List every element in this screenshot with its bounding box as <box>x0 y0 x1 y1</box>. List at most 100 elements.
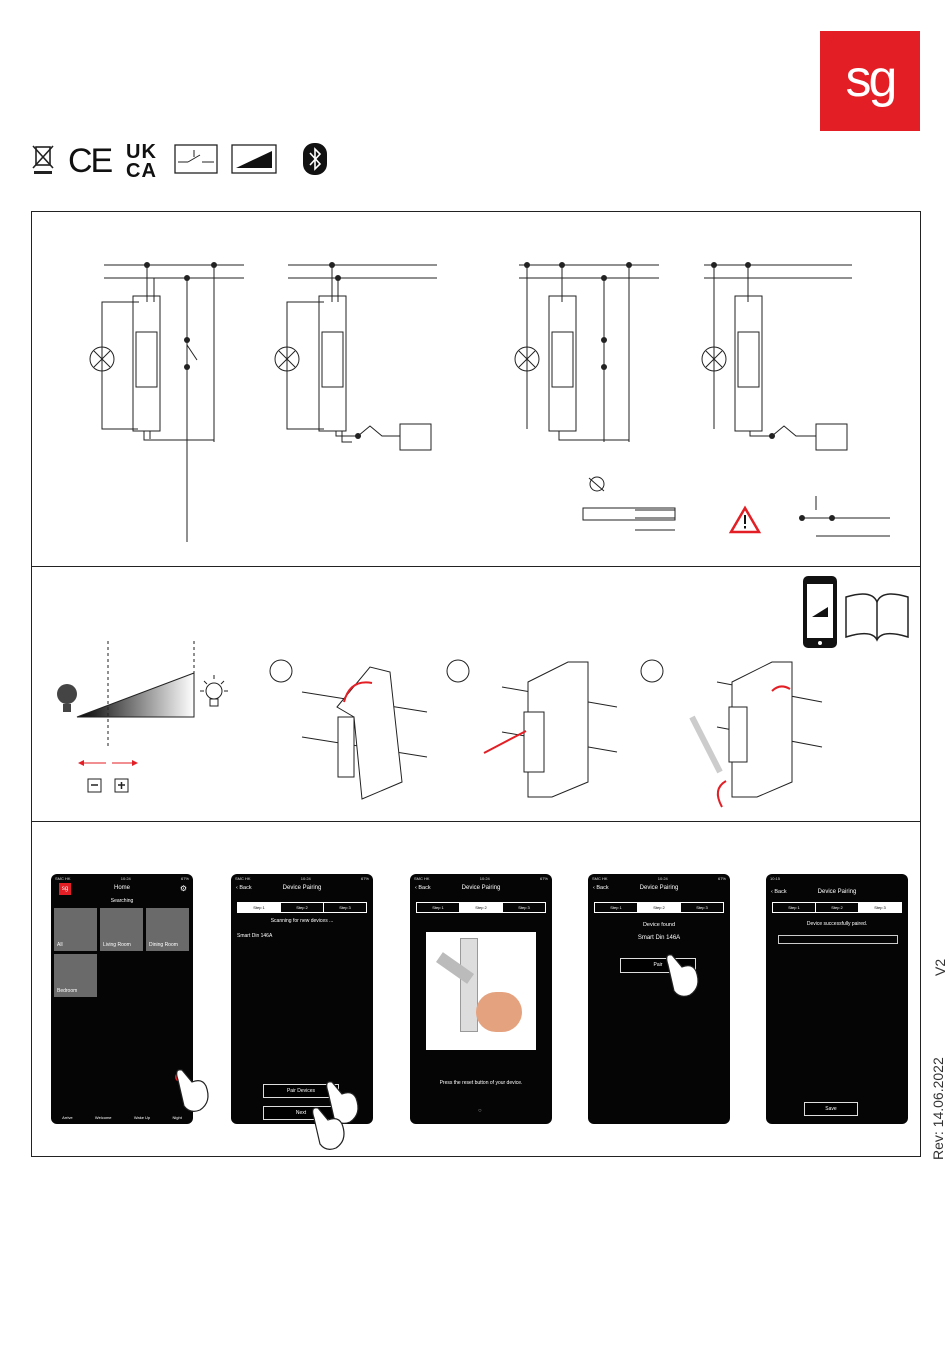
tile-bedroom[interactable]: Bedroom <box>54 954 97 997</box>
wiring-diagram-3 <box>514 264 659 442</box>
time: 10:24 <box>479 876 490 881</box>
step-circle-2 <box>446 659 470 683</box>
device-list-item[interactable]: Smart Din 146A <box>237 933 273 939</box>
bluetooth-icon <box>303 143 327 175</box>
wiring-diagram-4 <box>701 264 852 451</box>
tap-hand-icon <box>312 1107 345 1150</box>
step-circle-3 <box>640 659 664 683</box>
wiring-diagram-2 <box>274 264 437 451</box>
wire-crosssection <box>589 476 605 492</box>
scan-message: Scanning for new devices ... <box>270 918 334 924</box>
back-button[interactable]: ‹ Back <box>771 889 787 895</box>
phone-screen-home: SMC HK 10:24 67% sg Home ⚙ Searching All… <box>51 874 193 1124</box>
tab-step-2[interactable]: Step 2 <box>460 903 503 912</box>
searching-label: Searching <box>110 898 134 904</box>
dimmer-ramp-icon <box>231 144 277 174</box>
step-tabs: Step 1 Step 2 Step 3 <box>237 902 367 913</box>
back-label: Back <box>596 885 609 891</box>
back-button[interactable]: ‹ Back <box>236 885 252 891</box>
switch-icon <box>174 144 218 174</box>
tile-label: All <box>57 942 63 948</box>
pair-devices-button[interactable]: Pair Devices <box>263 1084 339 1098</box>
tap-hand-icon <box>176 1069 209 1112</box>
tab-step-3[interactable]: Step 3 <box>696 905 708 910</box>
bottom-nav: Arrive Welcome Wake Up Night <box>51 1115 193 1120</box>
tab-step-1[interactable]: Step 1 <box>238 903 281 912</box>
device-mount-2 <box>483 661 618 798</box>
screen-title: Device Pairing <box>817 889 857 895</box>
nav-welcome[interactable]: Welcome <box>94 1115 112 1120</box>
tile-label: Living Room <box>103 942 131 948</box>
app-panel: SMC HK 10:24 67% sg Home ⚙ Searching All… <box>31 821 921 1157</box>
status-bar: SMC HK 10:24 67% <box>55 876 189 881</box>
tab-step-2[interactable]: Step 2 <box>638 903 681 912</box>
tab-step-2[interactable]: Step 2 <box>281 903 324 912</box>
bulb-on-icon <box>200 675 228 707</box>
reset-message: Press the reset button of your device. <box>439 1080 523 1086</box>
step-tabs: Step 1 Step 2 Step 3 <box>772 902 902 913</box>
battery: 67% <box>717 876 726 881</box>
tab-step-1[interactable]: Step 1 <box>773 903 816 912</box>
sg-logo: sg <box>820 31 920 131</box>
carrier: SMC HK <box>235 876 251 881</box>
loading-spinner-icon: ○ <box>478 1108 482 1114</box>
tab-step-3[interactable]: Step 3 <box>518 905 530 910</box>
ukca-line2: CA <box>126 160 157 182</box>
device-mount-3 <box>689 661 823 808</box>
mounting-illustrations <box>57 576 909 808</box>
device-name: Smart Din 146A <box>637 935 681 941</box>
dim-ramp <box>76 641 195 793</box>
gear-icon[interactable]: ⚙ <box>179 884 187 893</box>
tile-dining-room[interactable]: Dining Room <box>146 908 189 951</box>
revision-label: Rev: 14.06.2022 <box>930 1057 946 1160</box>
status-bar: SMC HK 10:24 67% <box>235 876 369 881</box>
tile-living-room[interactable]: Living Room <box>100 908 143 951</box>
tile-label: Dining Room <box>149 942 178 948</box>
status-bar: 10:15 <box>770 876 904 881</box>
ukca-line1: UK <box>126 141 157 163</box>
step-circle-1 <box>269 659 293 683</box>
nav-wake-up[interactable]: Wake Up <box>133 1115 151 1120</box>
back-button[interactable]: ‹ Back <box>593 885 609 891</box>
phone-screen-paired: 10:15 ‹ Back Device Pairing Step 1 Step … <box>766 874 908 1124</box>
smartphone-icon <box>803 576 837 648</box>
tab-step-3[interactable]: Step 3 <box>339 905 351 910</box>
ukca-mark: UK CA <box>126 141 157 182</box>
registered-mark: ® <box>826 34 835 46</box>
tab-step-2[interactable]: Step 2 <box>816 903 859 912</box>
step-tabs: Step 1 Step 2 Step 3 <box>594 902 724 913</box>
save-button[interactable]: Save <box>804 1102 858 1116</box>
carrier: SMC HK <box>55 876 71 881</box>
step-tabs: Step 1 Step 2 Step 3 <box>416 902 546 913</box>
app-logo: sg <box>59 883 71 895</box>
time: 10:24 <box>300 876 311 881</box>
phone-screen-scan: SMC HK 10:24 67% ‹ Back Device Pairing S… <box>231 874 373 1124</box>
nav-night[interactable]: Night <box>172 1115 182 1120</box>
device-mount-1 <box>301 666 428 800</box>
tile-label: Bedroom <box>57 988 78 994</box>
back-button[interactable]: ‹ Back <box>415 885 431 891</box>
device-name-input[interactable] <box>778 935 898 944</box>
wiring-diagrams <box>89 262 890 542</box>
wiring-panel <box>31 211 921 567</box>
carrier: SMC HK <box>414 876 430 881</box>
bulb-off-icon <box>57 684 77 712</box>
nav-arrive[interactable]: Arrive <box>62 1115 73 1120</box>
version-label: V2 <box>932 958 948 976</box>
screen-title: Home <box>113 885 130 891</box>
time: 10:24 <box>120 876 131 881</box>
screen-title: Device Pairing <box>639 885 679 891</box>
battery: 67% <box>360 876 369 881</box>
time: 10:15 <box>770 876 781 881</box>
ce-mark: CE <box>68 142 113 180</box>
tab-step-3[interactable]: Step 3 <box>859 903 901 912</box>
screen-title: Device Pairing <box>282 885 322 891</box>
battery: 67% <box>180 876 189 881</box>
weee-bin-icon <box>32 145 54 174</box>
tab-step-1[interactable]: Step 1 <box>417 903 460 912</box>
screen-title: Device Pairing <box>461 885 501 891</box>
status-bar: SMC HK 10:24 67% <box>592 876 726 881</box>
tab-step-1[interactable]: Step 1 <box>595 903 638 912</box>
warning-icon <box>728 505 762 534</box>
tile-all[interactable]: All <box>54 908 97 951</box>
